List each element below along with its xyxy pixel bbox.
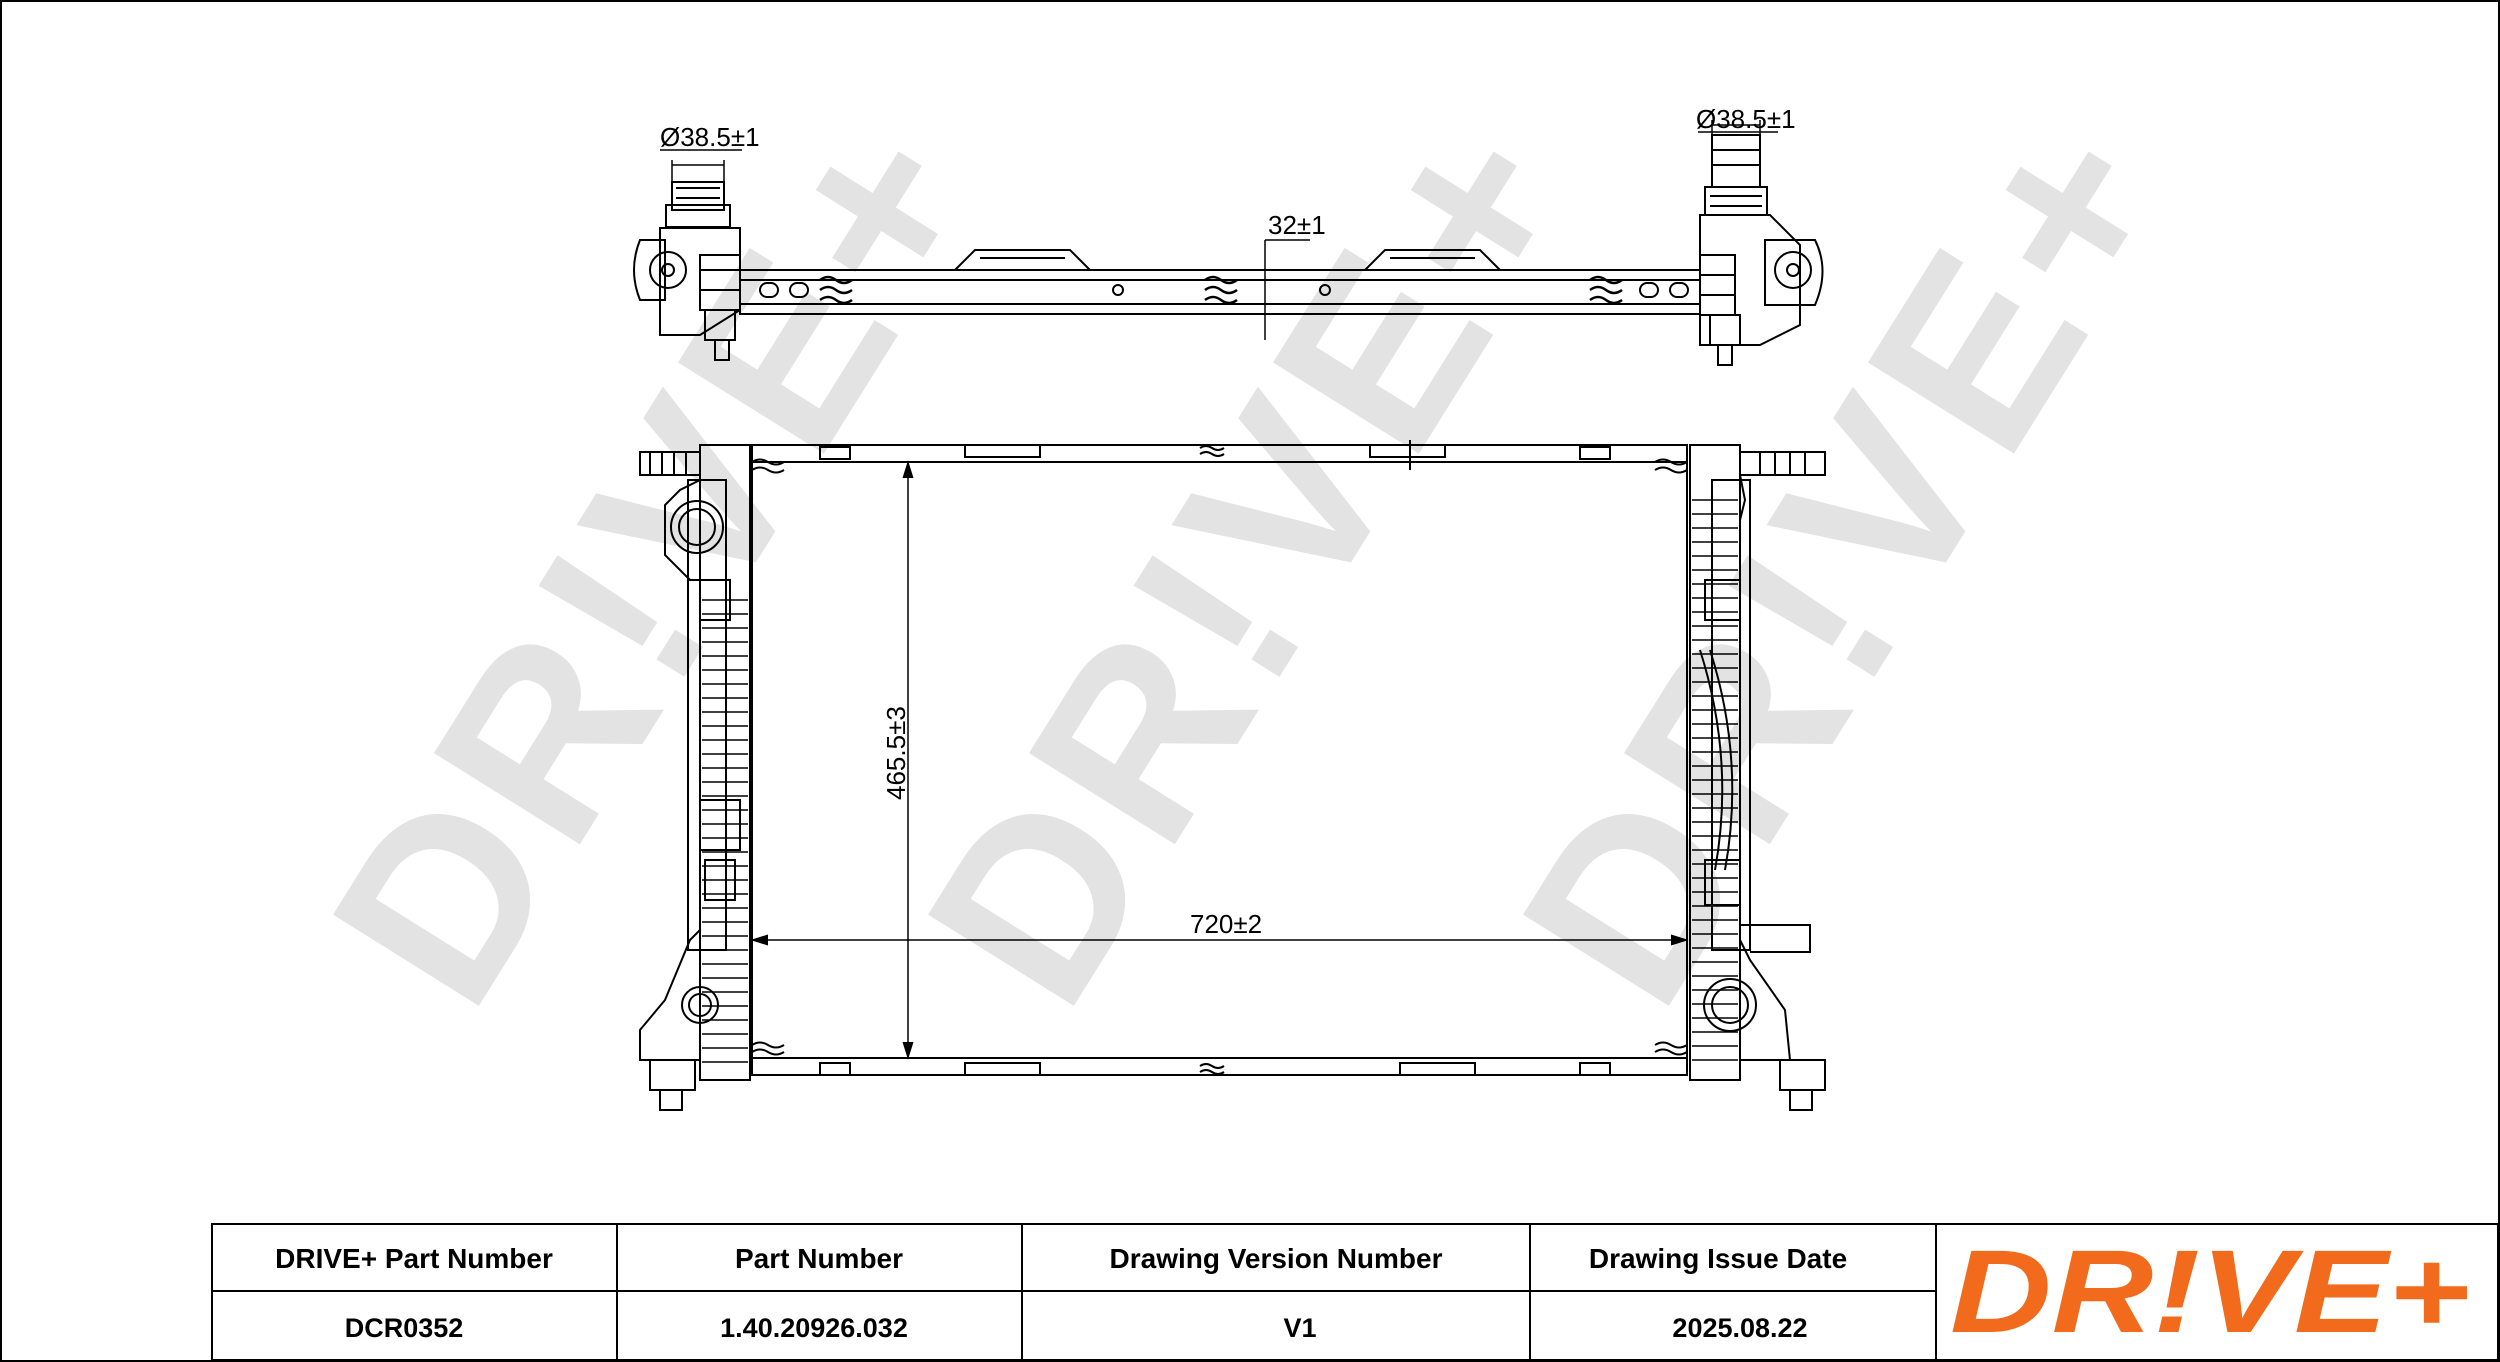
value-drive-part-number: DCR0352: [345, 1313, 464, 1343]
front-view-right-ribs: [1692, 499, 1738, 1061]
value-drawing-issue-date: 2025.08.22: [1672, 1313, 1807, 1343]
header-drawing-version: Drawing Version Number: [1110, 1243, 1443, 1274]
header-drive-part-number: DRIVE+ Part Number: [275, 1243, 553, 1274]
watermark-group: DR!VE+ DR!VE+ DR!VE+: [278, 66, 2226, 1048]
dim-core-width: 720±2: [1190, 909, 1262, 939]
dim-core-thickness: 32±1: [1268, 210, 1326, 240]
front-view-left-tank: [639, 444, 751, 1111]
front-view: [639, 440, 1826, 1111]
front-view-left-ribs: [702, 599, 748, 1063]
brand-logo: DR!VE+: [1950, 1226, 2470, 1358]
header-part-number: Part Number: [735, 1243, 903, 1274]
dim-inlet-right: Ø38.5±1: [1696, 104, 1796, 134]
title-block: DRIVE+ Part Number Part Number Drawing V…: [211, 1223, 2499, 1361]
top-view-right-tank: [1699, 134, 1824, 366]
top-view: [633, 120, 1824, 366]
top-view-spring-marks: [819, 275, 1623, 305]
front-view-right-tank: [1689, 444, 1826, 1111]
top-view-left-tank: [633, 181, 741, 361]
value-drawing-version: V1: [1283, 1313, 1316, 1343]
front-view-core: [751, 444, 1688, 1076]
dim-core-height: 465.5±3: [881, 706, 911, 800]
header-drawing-issue-date: Drawing Issue Date: [1589, 1243, 1847, 1274]
value-part-number: 1.40.20926.032: [720, 1313, 908, 1343]
dim-inlet-left: Ø38.5±1: [660, 122, 760, 152]
